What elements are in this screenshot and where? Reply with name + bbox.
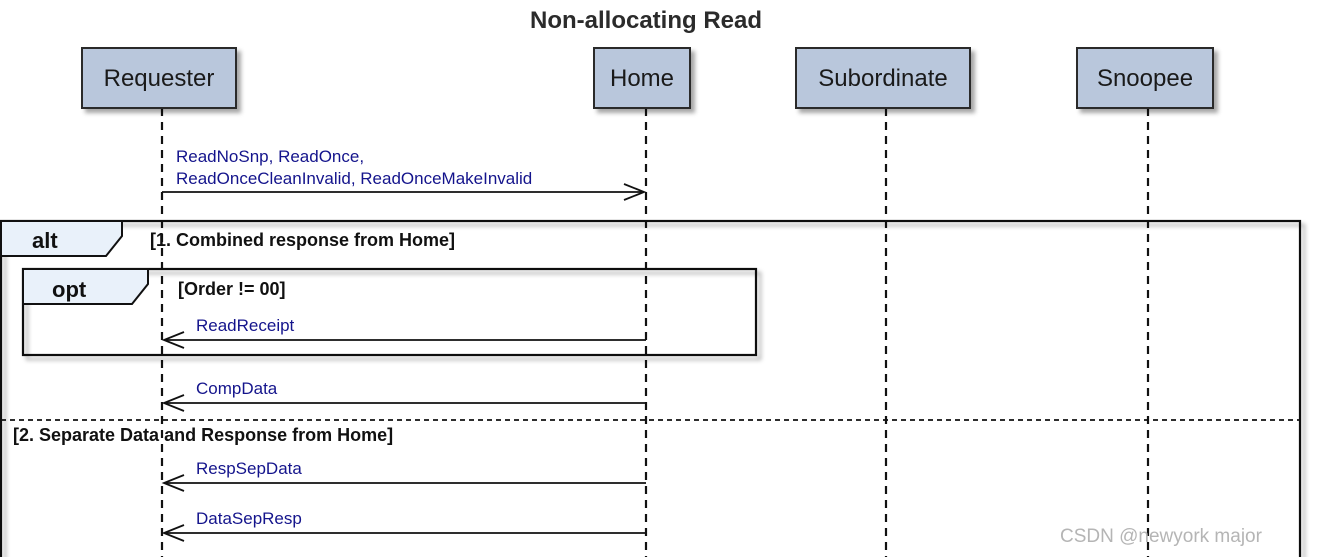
message-label-line-1: ReadNoSnp, ReadOnce, — [176, 147, 364, 166]
participant-box — [593, 47, 691, 109]
alt-tab — [0, 220, 123, 257]
alt-guard-1: [1. Combined response from Home] — [150, 230, 455, 250]
participant-label-subordinate: Subordinate — [818, 65, 947, 92]
opt-guard: [Order != 00] — [178, 279, 286, 299]
alt-guard-2: [2. Separate Data and Response from Home… — [13, 425, 393, 445]
opt-fragment: opt [Order != 00] — [21, 267, 758, 357]
message-label: CompData — [196, 379, 278, 398]
participant-requester: Requester — [81, 47, 237, 109]
participant-subordinate: Subordinate — [795, 47, 971, 109]
arrowhead-left-icon — [161, 474, 185, 492]
opt-label: opt — [52, 277, 87, 302]
alt-label: alt — [32, 228, 58, 253]
message-data-sep-resp: DataSepResp — [161, 509, 646, 542]
message-resp-sep-data: RespSepData — [161, 459, 646, 492]
message-read-receipt: ReadReceipt — [161, 316, 646, 349]
diagram-title: Non-allocating Read — [530, 7, 762, 34]
message-comp-data: CompData — [161, 379, 646, 412]
participant-box — [81, 47, 237, 109]
arrowhead-left-icon — [161, 394, 185, 412]
watermark: CSDN @newyork major — [1060, 526, 1263, 547]
arrowhead-left-icon — [161, 524, 185, 542]
participant-home: Home — [593, 47, 691, 109]
arrowhead-left-icon — [161, 331, 185, 349]
message-label: DataSepResp — [196, 509, 302, 528]
alt-fragment: alt [1. Combined response from Home] [2.… — [0, 219, 1302, 557]
opt-frame — [21, 267, 758, 357]
message-label: ReadReceipt — [196, 316, 295, 335]
alt-frame — [0, 219, 1302, 557]
arrowhead-right-icon — [623, 183, 647, 201]
message-label-line-2: ReadOnceCleanInvalid, ReadOnceMakeInvali… — [176, 169, 532, 188]
lifelines — [160, 108, 1150, 557]
participant-label-snoopee: Snoopee — [1097, 65, 1193, 92]
opt-tab — [22, 268, 149, 305]
message-label: RespSepData — [196, 459, 302, 478]
participant-label-requester: Requester — [104, 65, 215, 92]
participant-label-home: Home — [610, 65, 674, 92]
participant-box — [795, 47, 971, 109]
message-read-request: ReadNoSnp, ReadOnce, ReadOnceCleanInvali… — [162, 147, 647, 201]
participant-box — [1076, 47, 1214, 109]
participant-snoopee: Snoopee — [1076, 47, 1214, 109]
